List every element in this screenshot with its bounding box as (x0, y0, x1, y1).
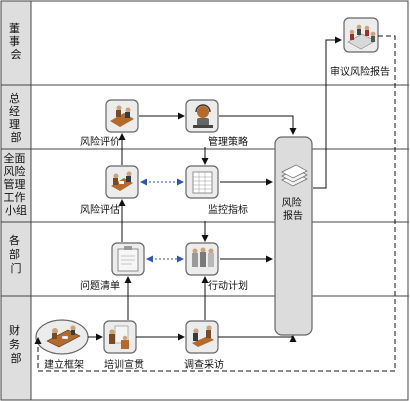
clipboard-icon (117, 246, 139, 272)
lane-label-finance: 财 务 部 (9, 323, 23, 365)
label-monitor-indicators: 监控指标 (208, 203, 248, 216)
headset-person-icon (193, 104, 213, 128)
review-report-node (343, 17, 379, 53)
label-review-report: 审议风险报告 (330, 65, 390, 78)
label-build-framework: 建立框架 (44, 358, 84, 371)
boardroom-icon (347, 24, 376, 50)
meeting-icon (111, 171, 133, 191)
risk-evaluation-node (105, 165, 139, 199)
arrow-strategy-to-report (219, 115, 297, 135)
spreadsheet-icon (192, 171, 213, 194)
build-framework-node (35, 319, 89, 355)
discussion-icon (110, 105, 134, 127)
team-icon (192, 247, 214, 267)
lane-label-general-manager: 总 经 理 部 (9, 91, 23, 144)
lane-label-board: 董 事 会 (9, 22, 23, 61)
training-promo-node (103, 320, 137, 354)
lane-label-departments: 各 部 门 (9, 233, 23, 275)
survey-interview-node (185, 320, 219, 354)
risk-report-node (274, 136, 313, 336)
lane-label-risk-group: 全面 风险 管理 工作 小组 (3, 151, 28, 217)
issue-list-node (111, 242, 145, 276)
label-mgmt-strategy: 管理策略 (208, 135, 248, 148)
arrow-report-to-review (313, 36, 342, 189)
presenter-icon (109, 325, 129, 349)
document-stack-icon (281, 164, 308, 187)
dashed-feedback-loop (34, 35, 396, 372)
meeting-table-icon (46, 325, 81, 348)
label-survey-interview: 调查采访 (184, 358, 224, 371)
label-risk-assessment-gm: 风险评价 (80, 135, 120, 148)
interview-icon (192, 325, 214, 347)
mgmt-strategy-node (185, 99, 219, 133)
label-risk-report: 风险 报告 (282, 196, 305, 222)
label-risk-evaluation: 风险评估 (80, 203, 120, 216)
monitor-indicators-node (185, 165, 219, 199)
label-action-plan: 行动计划 (208, 279, 248, 292)
arrow-survey-up-report (218, 335, 297, 342)
risk-assessment-gm-node (105, 99, 139, 133)
action-plan-node (185, 242, 219, 276)
label-training-promo: 培训宣贯 (104, 358, 144, 371)
label-issue-list: 问题清单 (80, 279, 120, 292)
